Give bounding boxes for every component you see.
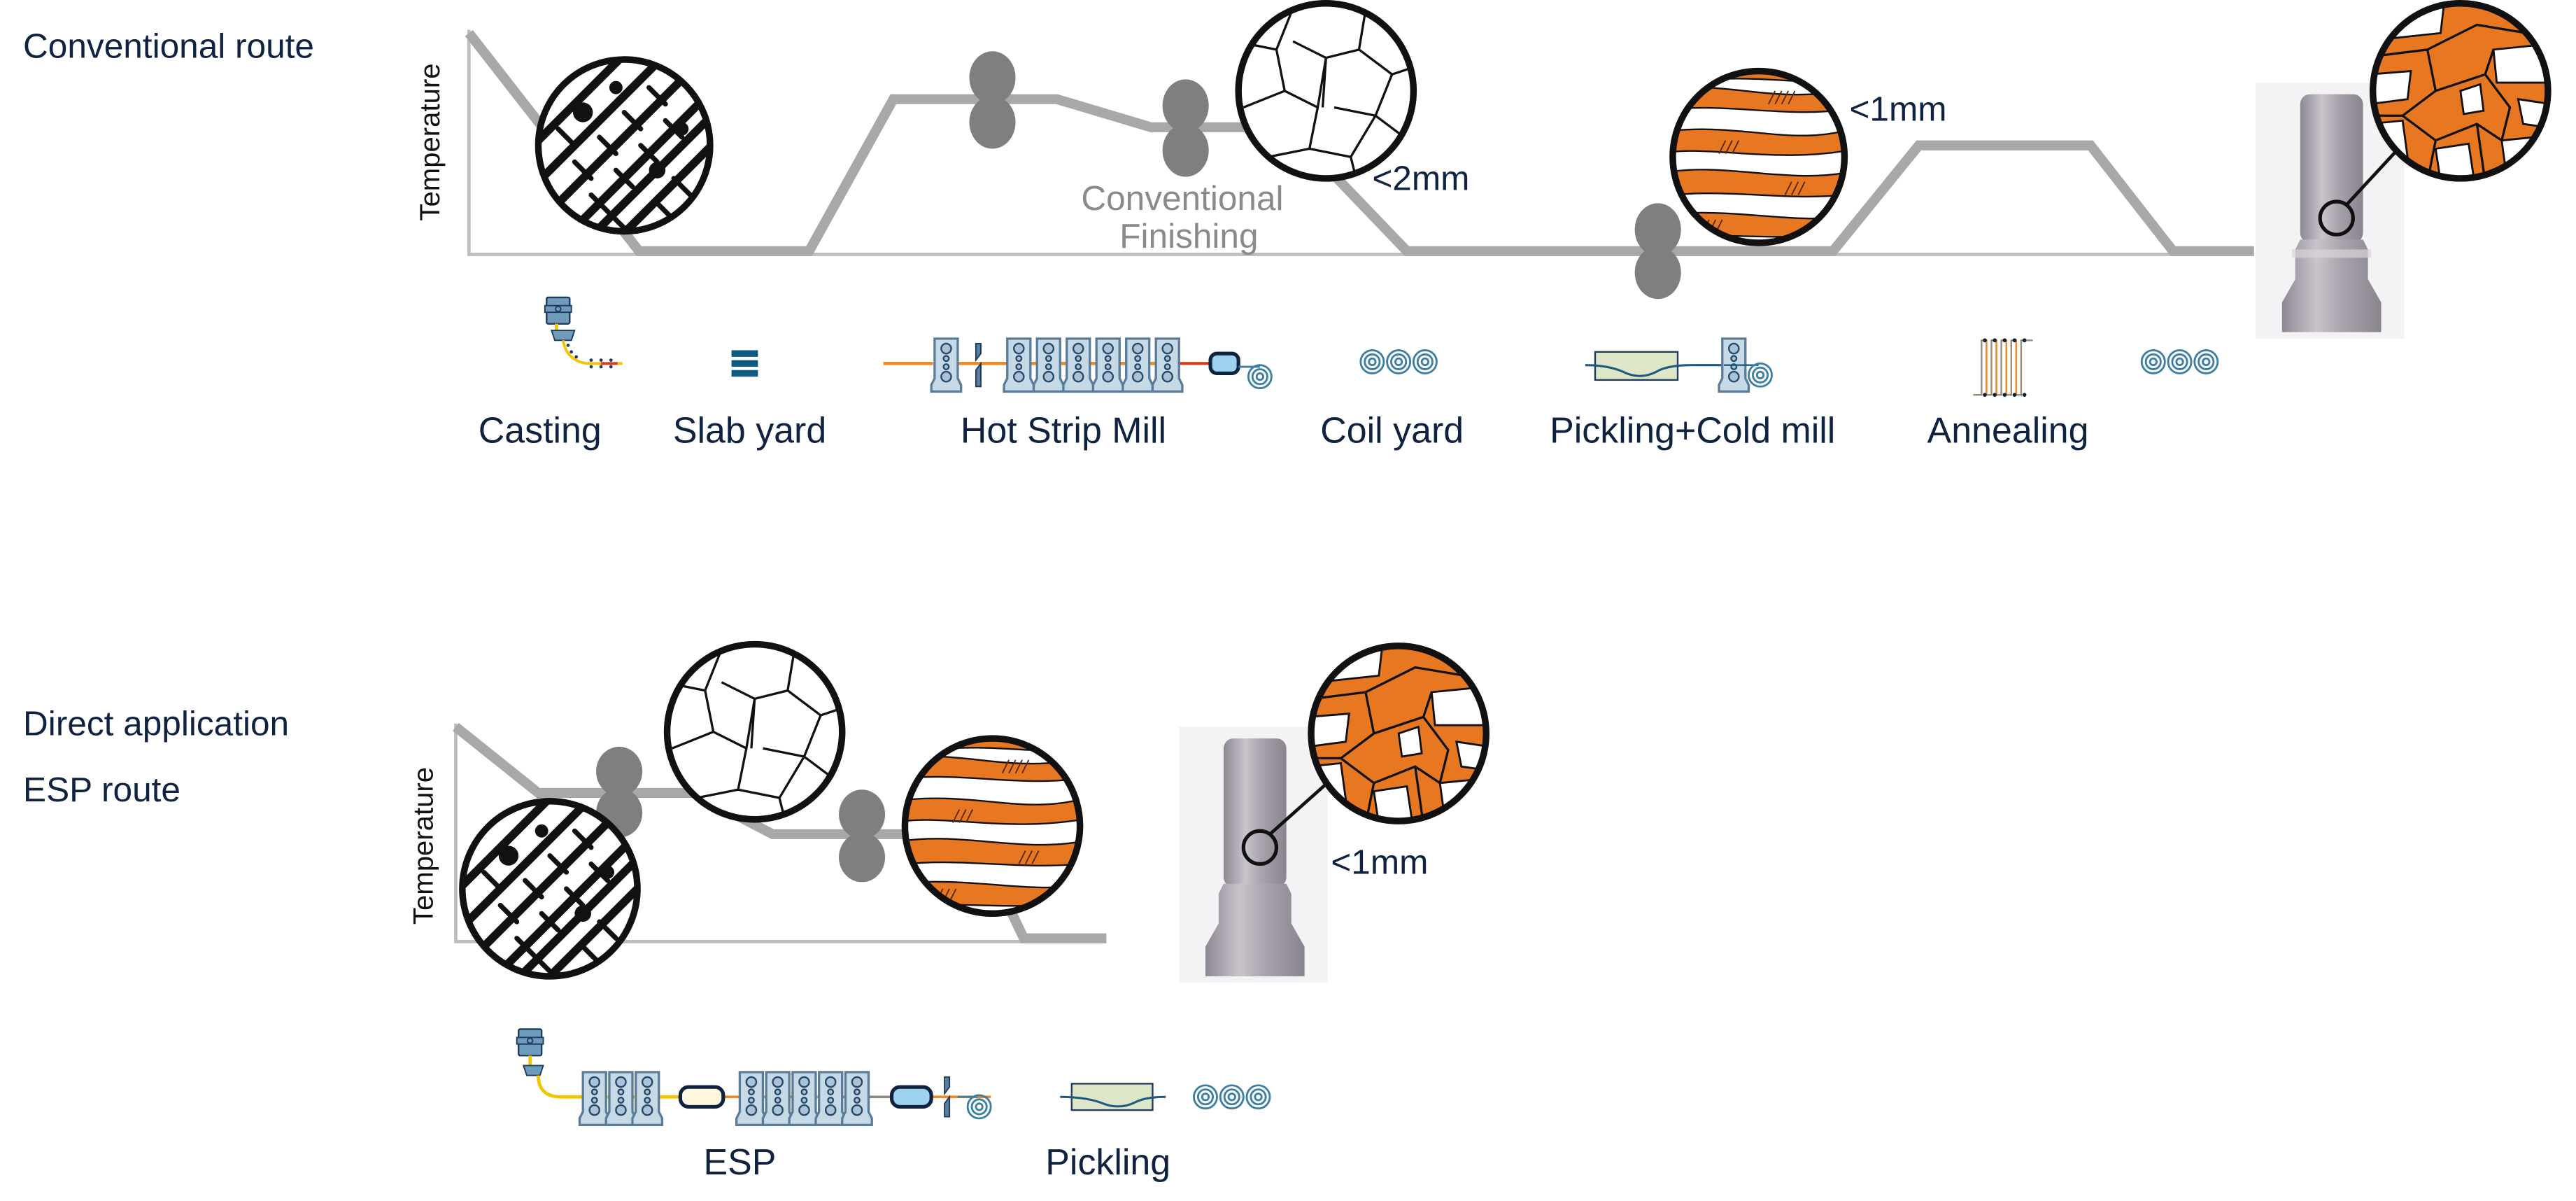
coils-icon (1359, 349, 1438, 374)
esp-route-title-line1: Direct application (23, 703, 289, 743)
esp-temperature-axis (454, 723, 1103, 943)
conventional-route-title: Conventional route (23, 27, 314, 66)
continuous-caster-icon (544, 296, 623, 369)
roughing-mill-rolls (969, 51, 1016, 149)
step-label-esp: ESP (703, 1142, 776, 1183)
step-label-coil-yard: Coil yard (1320, 411, 1464, 451)
esp-dendritic-micrograph (459, 798, 641, 980)
conventional-route-section: Conventional route Temperature Conventio… (23, 0, 2552, 451)
temperature-axis-label: Temperature (414, 63, 446, 220)
hot-strip-mill-icon (883, 337, 1273, 393)
deformed-grain-micrograph (1669, 67, 1848, 246)
final-coils-icon (2140, 349, 2219, 374)
dendritic-micrograph (535, 56, 714, 235)
esp-finishing-rolls (839, 789, 886, 883)
finishing-mill-rolls (1162, 79, 1209, 177)
step-label-casting: Casting (479, 411, 602, 451)
pickling-tank-icon (1060, 1083, 1166, 1111)
esp-route-title-line2: ESP route (23, 770, 181, 809)
step-label-pickling-cold-mill: Pickling+Cold mill (1550, 411, 1835, 451)
fine-grain-micrograph (2369, 0, 2552, 182)
esp-temperature-axis-label: Temperature (407, 767, 439, 925)
esp-deformed-micrograph (901, 735, 1084, 917)
esp-fine-grain-micrograph (1308, 642, 1489, 824)
cold-mill-rolls (1634, 203, 1681, 300)
finishing-label-line2: Finishing (1119, 216, 1258, 255)
austenite-grain-micrograph (1235, 0, 1417, 182)
step-label-hot-strip-mill: Hot Strip Mill (961, 411, 1166, 451)
esp-line-icon (516, 1028, 992, 1127)
esp-product-pin (1179, 642, 1489, 983)
step-label-annealing: Annealing (1927, 411, 2089, 451)
esp-route-section: Direct application ESP route Temperature (23, 640, 1489, 1183)
cold-grain-size-label: <1mm (1849, 89, 1946, 128)
conventional-product-pin (2256, 0, 2552, 339)
step-label-pickling: Pickling (1045, 1142, 1170, 1183)
slab-stack-icon (731, 350, 758, 377)
esp-grain-size-label: <1mm (1331, 843, 1428, 882)
esp-austenite-micrograph (663, 640, 846, 823)
hot-grain-size-label: <2mm (1372, 158, 1469, 197)
esp-temperature-curve (453, 723, 1107, 943)
annealing-furnace-icon (1973, 338, 2033, 397)
step-label-slab-yard: Slab yard (673, 411, 826, 451)
esp-temperature-chart: Temperature (407, 640, 1107, 980)
conventional-temperature-chart: Temperature Conventional Finishing (414, 0, 2254, 300)
esp-coils-icon (1193, 1084, 1271, 1110)
finishing-label-line1: Conventional (1081, 178, 1283, 218)
pickling-cold-mill-icon (1585, 337, 1773, 393)
